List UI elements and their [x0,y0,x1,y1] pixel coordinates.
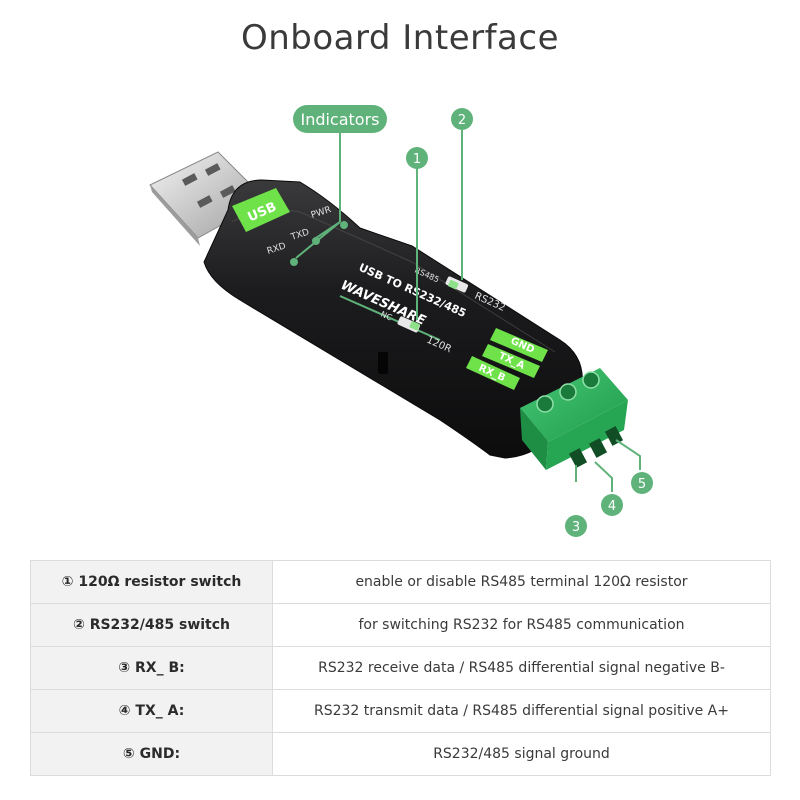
screw-icon [582,371,600,389]
terminal-slot-tx [588,438,608,458]
spec-label: ⑤ GND: [30,732,273,776]
spec-row: ④ TX_ A:RS232 transmit data / RS485 diff… [30,689,771,733]
spec-description: enable or disable RS485 terminal 120Ω re… [272,560,771,604]
spec-description: for switching RS232 for RS485 communicat… [272,603,771,647]
rxd-led-icon [290,258,298,266]
callout-1-number: 1 [413,152,421,167]
screw-icon [559,383,577,401]
spec-label: ② RS232/485 switch [30,603,273,647]
usb-tag: USB [232,188,290,232]
spec-description: RS232/485 signal ground [272,732,771,776]
indicators-label: Indicators [300,110,379,129]
callout-5: 5 [631,472,653,494]
page-title: Onboard Interface [240,18,560,58]
device-figure: USB PWR TXD RXD USB TO RS232/485 WAVESHA… [0,95,800,545]
spec-description: RS232 receive data / RS485 differential … [272,646,771,690]
usb-plug [149,151,267,246]
spec-description: RS232 transmit data / RS485 differential… [272,689,771,733]
spec-row: ⑤ GND:RS232/485 signal ground [30,732,771,776]
callout-3-number: 3 [572,520,580,535]
side-slot [378,352,388,374]
callout-2: 2 [451,108,473,130]
spec-label: ① 120Ω resistor switch [30,560,273,604]
switch2-label-nc: NC [379,310,394,323]
spec-label: ③ RX_ B: [30,646,273,690]
callout-1: 1 [406,147,428,169]
callout-4: 4 [601,494,623,516]
callout-2-number: 2 [458,113,466,128]
terminal-block [520,368,628,470]
brand-underline [339,295,441,341]
callout-3: 3 [565,515,587,537]
callout-4-number: 4 [608,499,616,514]
device-illustration: USB PWR TXD RXD USB TO RS232/485 WAVESHA… [149,105,653,537]
screw-icon [536,395,554,413]
spec-label: ④ TX_ A: [30,689,273,733]
terminal-slot-rx [568,448,588,468]
callout-5-number: 5 [638,477,646,492]
pwr-led-icon [340,221,348,229]
callout-lines [295,130,641,492]
spec-row: ③ RX_ B:RS232 receive data / RS485 diffe… [30,646,771,690]
indicators-callout: Indicators [293,105,387,133]
